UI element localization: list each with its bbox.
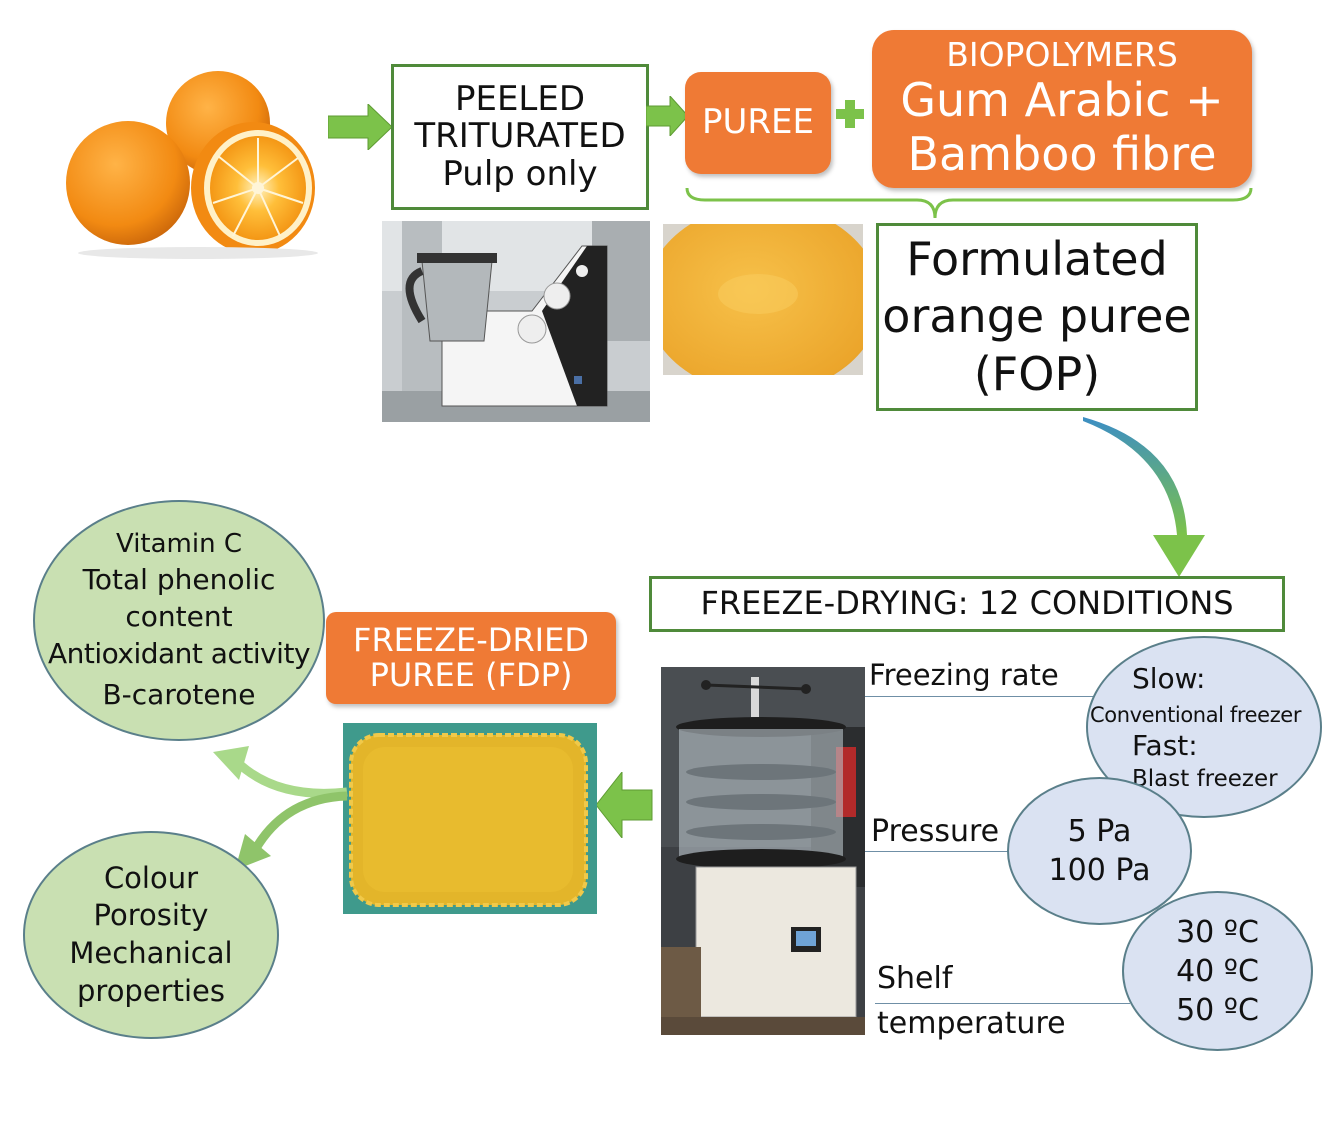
temperature-options-ellipse: 30 ºC 40 ºC 50 ºC (1122, 891, 1313, 1051)
slow-value: Conventional freezer (1090, 703, 1302, 727)
analysis-mechanical: Mechanical (69, 936, 233, 970)
food-processor-photo (382, 221, 650, 422)
fdp-line2: PUREE (FDP) (369, 656, 573, 694)
slow-label: Slow: (1132, 662, 1206, 695)
puree-label: PUREE (702, 102, 814, 143)
fop-line1: Formulated (906, 231, 1168, 286)
fdp-line1: FREEZE-DRIED (353, 620, 589, 659)
puree-box: PUREE (685, 72, 831, 174)
fast-value: Blast freezer (1132, 766, 1278, 792)
fdp-box: FREEZE-DRIED PUREE (FDP) (326, 612, 616, 704)
analysis-porosity: Porosity (93, 898, 209, 933)
analysis-vitamin-c: Vitamin C (115, 529, 242, 560)
arrow-to-puree (646, 96, 689, 136)
analysis-content: content (125, 599, 233, 633)
arrows-to-analysis (213, 746, 348, 870)
puree-photo (663, 224, 863, 375)
pressure-connector (865, 851, 1015, 852)
plus-icon (836, 100, 864, 128)
step1-line3: Pulp only (442, 153, 598, 194)
fast-label: Fast: (1132, 729, 1198, 762)
fop-line3: (FOP) (973, 346, 1101, 401)
pressure-option-2: 100 Pa (1048, 853, 1151, 888)
fop-box: Formulated orange puree (FOP) (876, 223, 1198, 411)
biopolymers-line2: Bamboo fibre (907, 127, 1217, 182)
analysis-b-carotene: B-carotene (102, 677, 256, 711)
pressure-label: Pressure (871, 814, 1000, 849)
analysis-properties: properties (77, 973, 225, 1008)
temperature-option-2: 40 ºC (1176, 953, 1259, 989)
freeze-drying-label: FREEZE-DRYING: 12 CONDITIONS (700, 584, 1234, 623)
freeze-dryer-photo (661, 667, 865, 1035)
arrow-to-freeze-drying (1083, 417, 1205, 577)
step1-line1: PEELED (454, 78, 586, 119)
fop-line2: orange puree (882, 289, 1192, 344)
freeze-drying-box: FREEZE-DRYING: 12 CONDITIONS (649, 576, 1285, 632)
analysis-antioxidant: Antioxidant activity (47, 636, 311, 670)
step1-line2: TRITURATED (414, 116, 626, 157)
shelf-temperature-connector (875, 1003, 1130, 1004)
biopolymers-line1: Gum Arabic + (900, 73, 1224, 128)
pressure-options-ellipse: 5 Pa 100 Pa (1007, 777, 1192, 925)
temperature-option-3: 50 ºC (1176, 992, 1259, 1028)
arrow-to-peeled (328, 104, 393, 150)
analysis-colour: Colour (103, 860, 199, 895)
pressure-option-1: 5 Pa (1067, 814, 1132, 849)
shelf-label: Shelf (877, 961, 953, 996)
grouping-brace (685, 187, 1253, 219)
analysis-total-phenolic: Total phenolic (82, 562, 276, 596)
biopolymers-box: BIOPOLYMERS Gum Arabic + Bamboo fibre (872, 30, 1252, 188)
temperature-label: temperature (877, 1006, 1066, 1041)
freeze-dried-puree-photo (343, 723, 597, 914)
oranges-photo (58, 58, 338, 263)
arrow-to-fdp (596, 772, 653, 838)
temperature-option-1: 30 ºC (1176, 914, 1259, 950)
freezing-rate-connector (865, 696, 1095, 697)
freezing-rate-label: Freezing rate (869, 658, 1059, 692)
nutritional-analysis-ellipse: Vitamin C Total phenolic content Antioxi… (33, 500, 325, 741)
physical-analysis-ellipse: Colour Porosity Mechanical properties (23, 831, 279, 1039)
biopolymers-title: BIOPOLYMERS (946, 34, 1178, 74)
peeled-triturated-box: PEELED TRITURATED Pulp only (391, 64, 649, 210)
